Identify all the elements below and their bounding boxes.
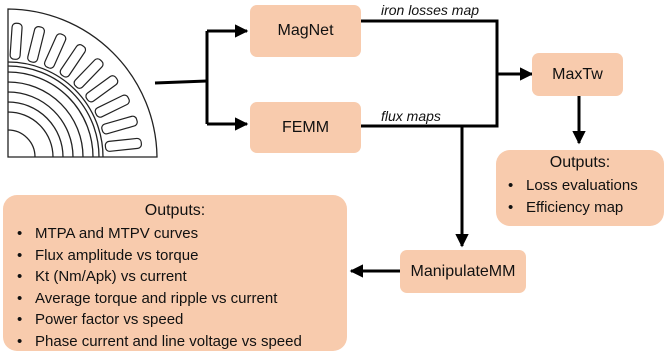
edge-magnet-to-maxtw — [361, 19, 534, 81]
outputs-right-item: Loss evaluations — [506, 175, 654, 197]
outputs-left-box: Outputs: MTPA and MTPV curves Flux ampli… — [3, 195, 347, 352]
label-flux-maps: flux maps — [381, 108, 441, 124]
outputs-left-item: Phase current and line voltage vs speed — [15, 331, 335, 352]
outputs-left-item: Kt (Nm/Apk) vs current — [15, 266, 335, 288]
outputs-right-item: Efficiency map — [506, 197, 654, 219]
node-magnet: MagNet — [250, 5, 361, 57]
outputs-left-item: Power factor vs speed — [15, 309, 335, 331]
edge-drawing-to-split — [154, 79, 208, 85]
outputs-left-item: Flux amplitude vs torque — [15, 245, 335, 267]
outputs-right-box: Outputs: Loss evaluations Efficiency map — [496, 150, 664, 226]
outputs-left-item: MTPA and MTPV curves — [15, 223, 335, 245]
outputs-right-title: Outputs: — [549, 154, 611, 171]
edge-femm-to-maxtw — [361, 74, 499, 128]
motor-cross-section-drawing — [7, 8, 158, 158]
node-femm: FEMM — [250, 102, 361, 153]
outputs-left-item: Average torque and ripple vs current — [15, 288, 335, 310]
outputs-left-title: Outputs: — [144, 202, 206, 219]
node-manipulatemm: ManipulateMM — [400, 250, 526, 293]
node-maxtw: MaxTw — [532, 53, 623, 96]
label-iron-losses-map: iron losses map — [381, 2, 480, 18]
